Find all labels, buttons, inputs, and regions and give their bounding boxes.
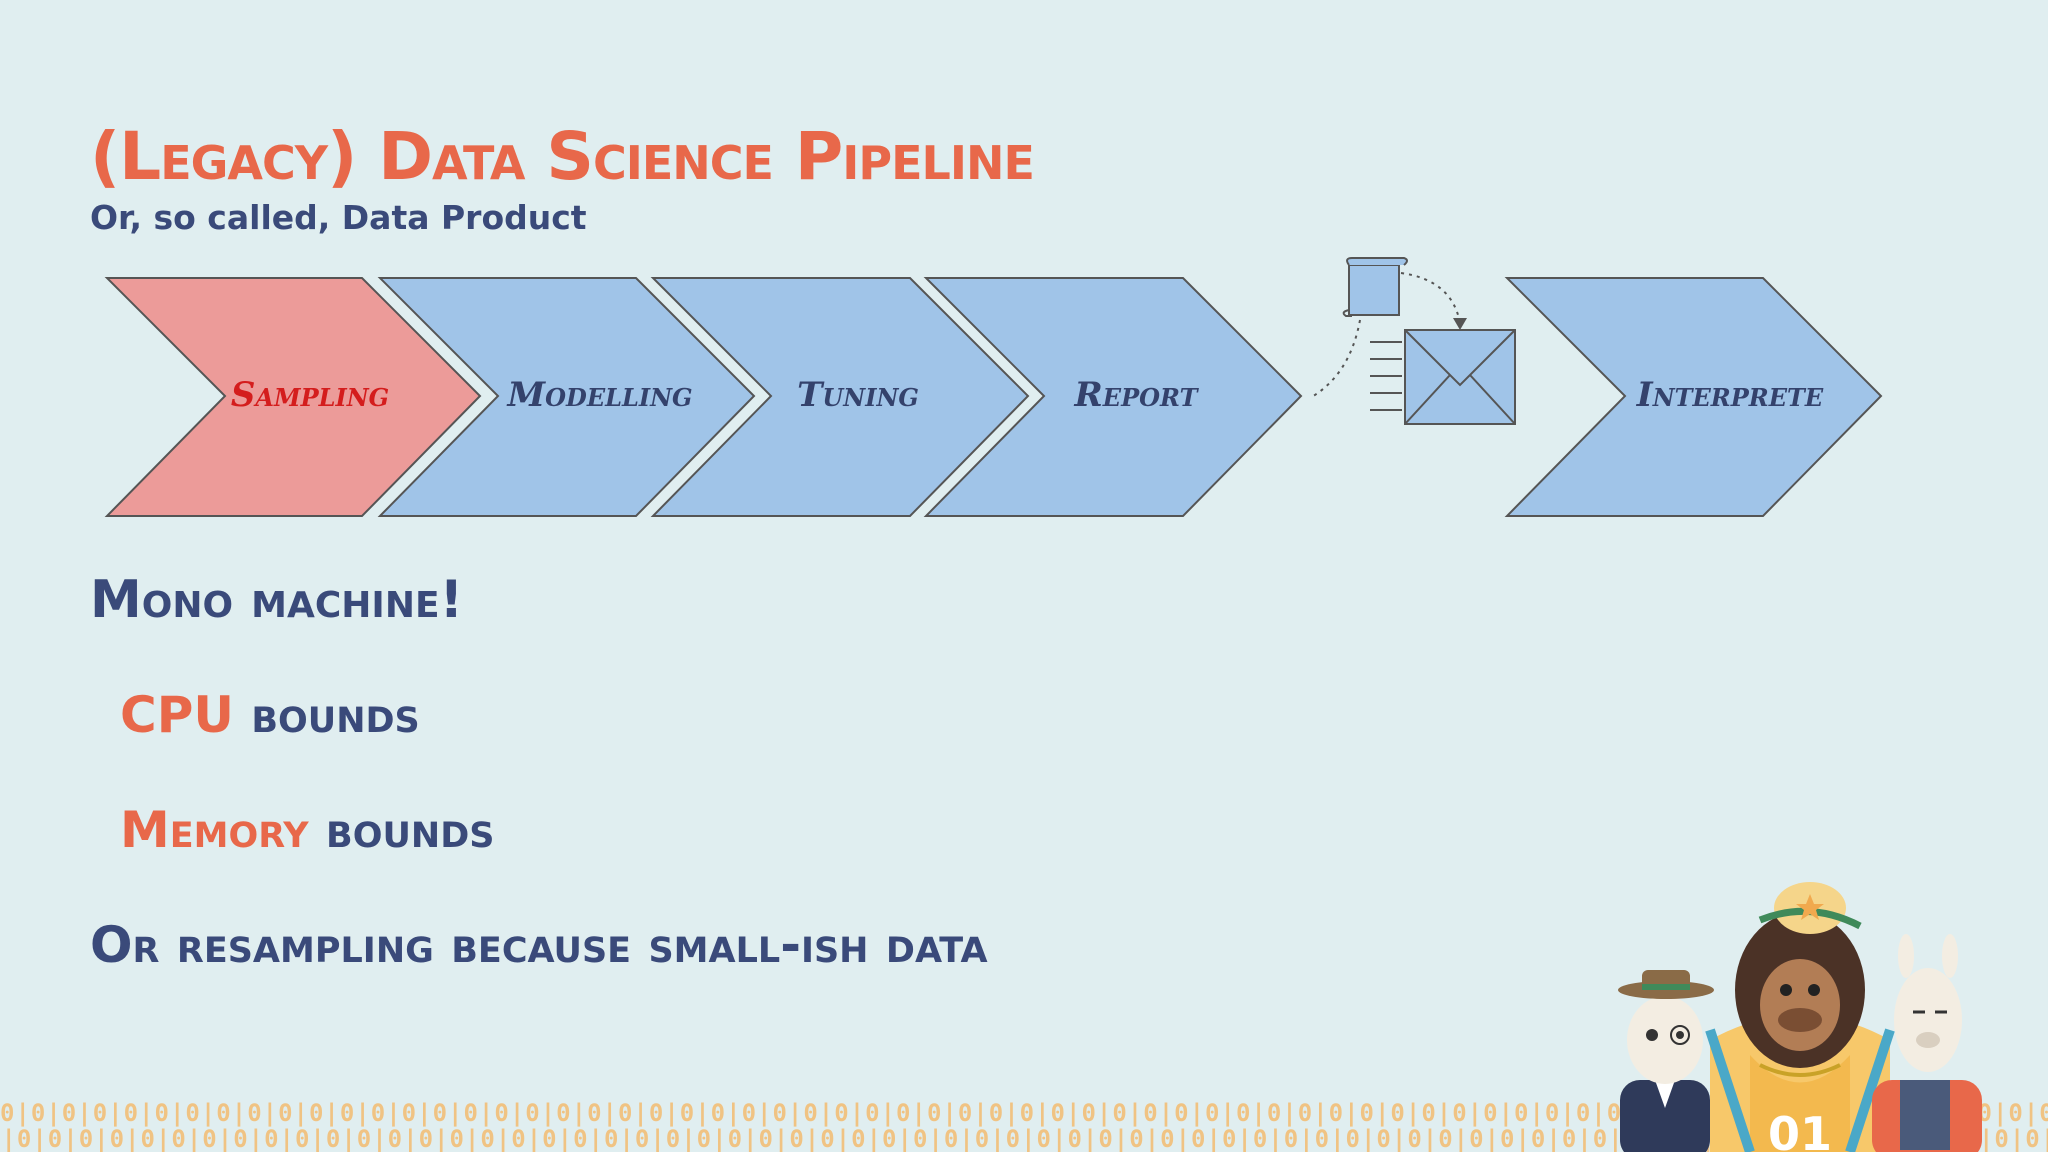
mascots-illustration: 01 — [1618, 882, 1982, 1152]
pipeline-step-interprete: Interprete — [1504, 277, 1883, 517]
arrow-head-icon — [1453, 318, 1467, 330]
transfer-dotted-line — [1309, 319, 1361, 399]
chevron-shape — [1504, 277, 1883, 517]
bullet-memory-bounds: Memory bounds — [120, 801, 494, 859]
gorilla-mascot-icon: 01 — [1705, 882, 1895, 1152]
pipeline-diagram: Sampling Modelling Tuning Report Interpr… — [104, 257, 1883, 517]
step-label: Sampling — [231, 375, 389, 415]
bullet-accent: Memory — [120, 801, 309, 859]
document-icon — [1342, 257, 1408, 317]
step-label: Interprete — [1636, 375, 1824, 415]
slide-subtitle: Or, so called, Data Product — [90, 198, 587, 237]
bullet-text: bounds — [308, 801, 495, 859]
pipeline-step-modelling: Modelling — [377, 277, 756, 517]
bullet-cpu-bounds: CPU bounds — [120, 686, 420, 744]
step-label: Tuning — [797, 375, 919, 415]
pipeline-step-tuning: Tuning — [650, 277, 1030, 517]
bullet-accent: CPU — [120, 686, 234, 744]
chevron-shape — [377, 277, 756, 517]
pipeline-step-report: Report — [923, 277, 1303, 517]
envelope-icon — [1370, 329, 1516, 425]
bullet-mono-machine: Mono machine! — [90, 570, 464, 630]
chevron-shape — [923, 277, 1303, 517]
chevron-shape — [650, 277, 1030, 517]
step-label: Report — [1074, 375, 1200, 415]
step-label: Modelling — [506, 375, 692, 415]
bullet-resampling: Or resampling because small-ish data — [90, 916, 988, 974]
jersey-number: 01 — [1768, 1107, 1832, 1152]
transfer-arrow — [1400, 272, 1461, 324]
mouse-mascot-icon — [1618, 970, 1714, 1152]
pipeline-step-sampling: Sampling — [104, 277, 482, 517]
slide-title: (Legacy) Data Science Pipeline — [90, 118, 1035, 195]
bullet-text: bounds — [233, 686, 420, 744]
llama-mascot-icon — [1872, 934, 1982, 1152]
chevron-shape — [104, 277, 482, 517]
